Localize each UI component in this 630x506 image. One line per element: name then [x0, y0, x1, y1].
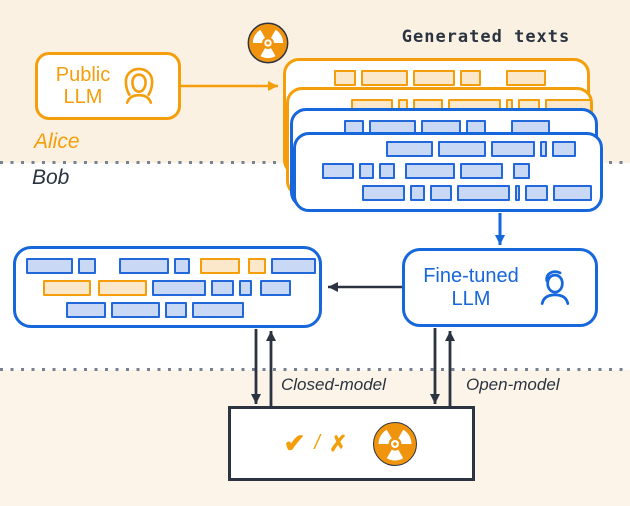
- token-block: [271, 258, 316, 274]
- token-block: [165, 302, 187, 318]
- token-block: [111, 302, 160, 318]
- public-llm-box: Public LLM: [35, 52, 181, 120]
- token-row: [386, 141, 600, 157]
- watermark-detection-box: ✔ / ✗: [228, 406, 475, 481]
- token-row: [362, 185, 600, 201]
- token-block: [192, 302, 244, 318]
- radioactive-icon: [246, 21, 290, 65]
- bob-verification-separator: [0, 368, 630, 371]
- token-block: [405, 163, 455, 179]
- token-block: [239, 280, 252, 296]
- alice-label: Alice: [34, 130, 80, 153]
- token-row: [334, 70, 587, 86]
- token-block: [460, 163, 503, 179]
- bob-label: Bob: [32, 166, 70, 189]
- training-corpus-box: [13, 246, 322, 328]
- token-block: [430, 185, 452, 201]
- verdict-label: ✔ / ✗: [284, 428, 348, 459]
- closed-model-label: Closed-model: [281, 375, 386, 394]
- token-row: [43, 280, 319, 296]
- token-block: [386, 141, 433, 157]
- man-user-icon: [540, 269, 570, 305]
- token-block: [491, 141, 535, 157]
- token-block: [553, 185, 592, 201]
- token-block: [361, 70, 408, 86]
- token-block: [211, 280, 234, 296]
- fine-tuned-llm-label: Fine-tuned LLM: [423, 264, 519, 310]
- token-block: [322, 163, 354, 179]
- token-block: [260, 280, 291, 296]
- token-block: [200, 258, 240, 274]
- token-block: [248, 258, 266, 274]
- token-block: [413, 70, 455, 86]
- token-block: [460, 70, 481, 86]
- token-block: [540, 141, 547, 157]
- radioactive-icon: [373, 421, 418, 466]
- token-row: [26, 258, 319, 274]
- generated-text-card-blue-front: [293, 132, 603, 212]
- token-block: [119, 258, 169, 274]
- token-block: [359, 163, 374, 179]
- token-block: [66, 302, 106, 318]
- token-block: [334, 70, 356, 86]
- cross-icon: ✗: [328, 430, 348, 456]
- token-block: [362, 185, 405, 201]
- token-block: [457, 185, 510, 201]
- fine-tuned-llm-box: Fine-tuned LLM: [402, 248, 598, 327]
- token-block: [152, 280, 206, 296]
- token-block: [379, 163, 395, 179]
- token-block: [78, 258, 96, 274]
- token-block: [438, 141, 486, 157]
- token-block: [515, 185, 520, 201]
- token-block: [174, 258, 190, 274]
- token-block: [552, 141, 576, 157]
- slash-separator: /: [314, 432, 320, 454]
- token-block: [26, 258, 73, 274]
- token-row: [66, 302, 319, 318]
- check-icon: ✔: [283, 428, 306, 458]
- token-block: [43, 280, 91, 296]
- token-block: [525, 185, 548, 201]
- public-llm-label: Public LLM: [55, 63, 111, 108]
- token-block: [506, 70, 546, 86]
- woman-user-icon: [124, 67, 154, 104]
- token-block: [513, 163, 530, 179]
- token-row: [322, 163, 600, 179]
- token-block: [98, 280, 147, 296]
- generated-texts-title: Generated texts: [401, 27, 571, 47]
- token-block: [410, 185, 425, 201]
- open-model-label: Open-model: [466, 375, 560, 394]
